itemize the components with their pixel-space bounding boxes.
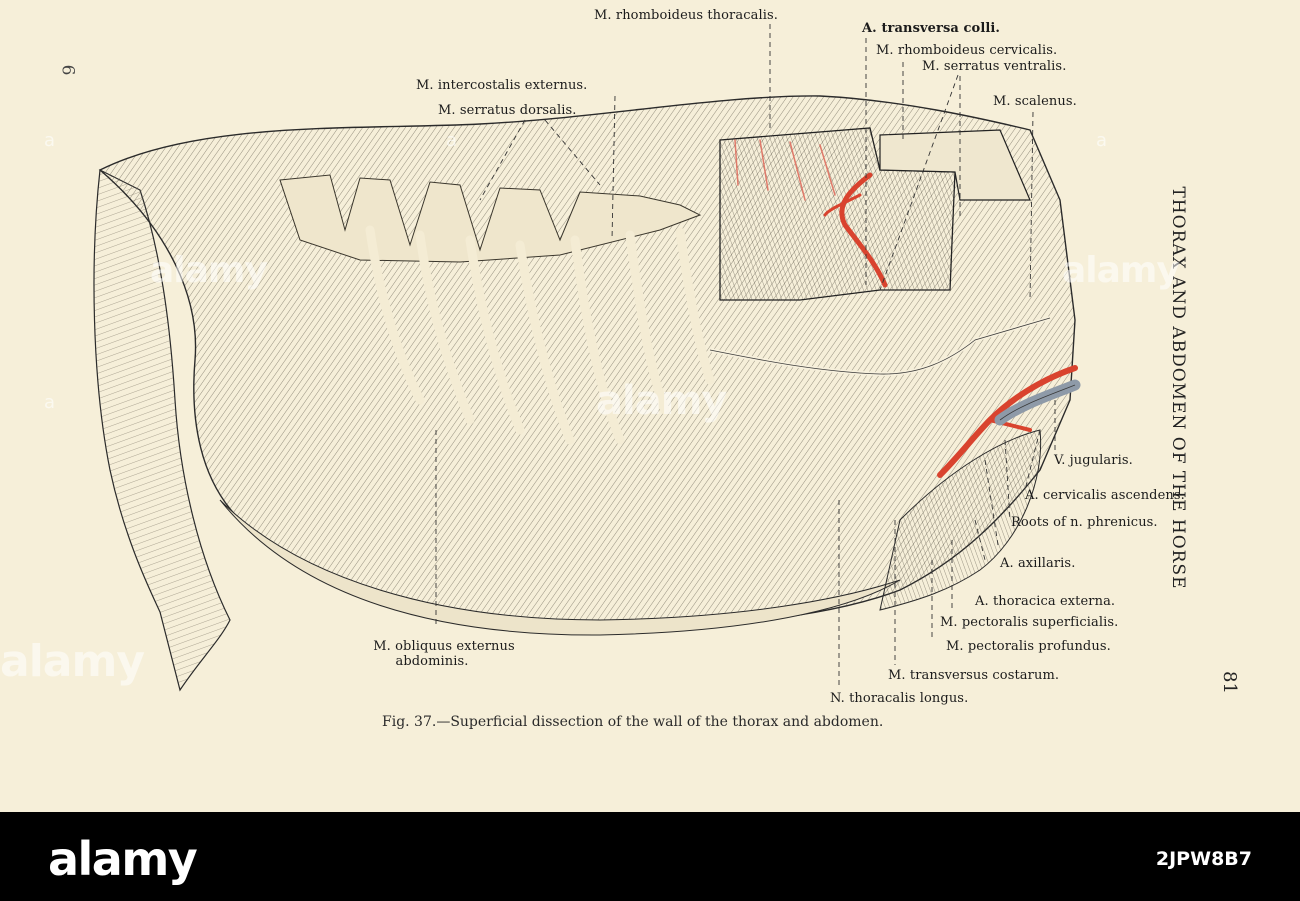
label-thoracalis-longus: N. thoracalis longus. [830, 691, 969, 706]
figure-caption: Fig. 37.—Superficial dissection of the w… [382, 714, 884, 730]
label-rhomboideus-thoracalis: M. rhomboideus thoracalis. [594, 8, 778, 23]
shoulder-region [93, 169, 231, 692]
label-cervicalis-ascendens: A. cervicalis ascendens. [1025, 488, 1185, 503]
label-axillaris: A. axillaris. [1000, 556, 1076, 571]
running-head: THORAX AND ABDOMEN OF THE HORSE [1168, 186, 1188, 590]
label-obliquus-abdominis: abdominis. [395, 654, 469, 669]
watermark-logo-left: alamy [150, 250, 268, 291]
image-id: 2JPW8B7 [1155, 848, 1252, 870]
label-intercostalis-externus: M. intercostalis externus. [416, 78, 588, 93]
watermark-logo-right: alamy [1062, 250, 1180, 291]
watermark-mark: a [44, 392, 56, 413]
label-serratus-dorsalis: M. serratus dorsalis. [438, 103, 577, 118]
label-transversus-costarum: M. transversus costarum. [888, 668, 1060, 683]
label-scalenus: M. scalenus. [993, 94, 1077, 109]
page-number: 81 [1218, 671, 1240, 694]
label-pectoralis-profundus: M. pectoralis profundus. [946, 639, 1111, 654]
label-rhomboideus-cervicalis: M. rhomboideus cervicalis. [876, 43, 1058, 58]
label-obliquus-externus: M. obliquus externus [373, 639, 515, 654]
label-v-jugularis: V. jugularis. [1054, 453, 1133, 468]
watermark-mark: a [446, 130, 458, 151]
pectoral-region [879, 429, 1042, 611]
leader-lines [435, 24, 1056, 688]
watermark-mark: a [1096, 130, 1108, 151]
stock-footer: alamy 2JPW8B7 [0, 812, 1300, 901]
label-transversa-colli: A. transversa colli. [862, 21, 1001, 36]
watermark-logo-center: alamy [596, 378, 727, 424]
alamy-logo: alamy [48, 832, 198, 886]
watermark-mark: a [44, 130, 56, 151]
anatomical-illustration [93, 24, 1081, 692]
label-thoracica-externa: A. thoracica externa. [975, 594, 1116, 609]
label-roots-phrenicus: Roots of n. phrenicus. [1011, 515, 1158, 530]
watermark-logo: alamy [0, 636, 145, 687]
label-pectoralis-superficialis: M. pectoralis superficialis. [940, 615, 1119, 630]
rib-stripes [365, 225, 715, 445]
serratus-band [279, 174, 702, 263]
label-serratus-ventralis: M. serratus ventralis. [922, 59, 1067, 74]
serratus-ventralis-flap [879, 129, 1031, 201]
facing-page-number: 6 [57, 64, 78, 76]
